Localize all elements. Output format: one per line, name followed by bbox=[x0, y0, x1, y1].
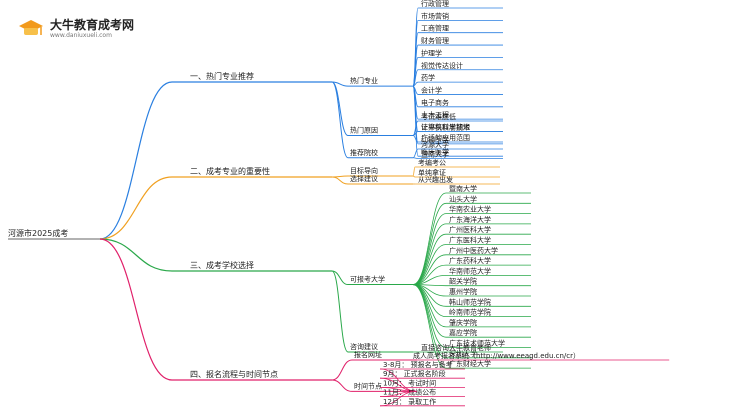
leaf-item-label: 汕头大学 bbox=[449, 194, 477, 203]
brand-url: www.daniuxueli.com bbox=[50, 32, 112, 39]
leaf-item-label: 暨南大学 bbox=[421, 150, 449, 159]
leaf-item-label: 会计学 bbox=[421, 85, 442, 94]
leaf-item-label: 广东技术师范大学 bbox=[449, 339, 505, 348]
brand-logo: 大牛教育成考网 www.daniuxueli.com bbox=[18, 18, 134, 40]
group-label: 选择建议 bbox=[350, 174, 378, 183]
leaf-item-label: 直接咨询大牛教育老师 bbox=[421, 343, 491, 352]
root-to-section-connector bbox=[99, 81, 173, 240]
leaf-item-label: 12月： 录取工作 bbox=[383, 397, 436, 406]
leaf-item-label: 惠州学院 bbox=[449, 287, 477, 296]
leaf-item-label: 考试难度低 bbox=[421, 112, 456, 121]
section-to-group-connector bbox=[331, 81, 349, 159]
leaf-item-label: 计算机科学技术 bbox=[421, 123, 470, 132]
leaf-item-label: 动物医学 bbox=[421, 135, 449, 144]
section-label: 三、成考学校选择 bbox=[190, 260, 254, 270]
group-to-item-connector bbox=[379, 391, 418, 407]
leaf-item-label: 工商管理 bbox=[421, 24, 449, 33]
leaf-item-label: 10月： 考试时间 bbox=[383, 378, 436, 387]
root-to-section-connector bbox=[99, 238, 173, 381]
leaf-item-label: 考编考公 bbox=[418, 158, 446, 167]
section-to-group-connector bbox=[331, 270, 349, 353]
group-to-item-connector bbox=[412, 284, 447, 348]
group-to-item-connector bbox=[412, 202, 447, 285]
group-to-item-connector bbox=[412, 135, 419, 143]
leaf-item-label: 成人高考报名系统（http://www.eeagd.edu.cn/cr） bbox=[413, 351, 580, 360]
leaf-item-label: 9月： 正式报名阶段 bbox=[383, 369, 446, 378]
group-to-item-connector bbox=[412, 192, 447, 285]
group-to-item-connector bbox=[412, 85, 419, 157]
leaf-item-label: 单纯拿证 bbox=[418, 168, 446, 177]
group-label: 推荐院校 bbox=[350, 148, 378, 157]
leaf-item-label: 广州中医药大学 bbox=[449, 246, 498, 255]
section-to-group-connector bbox=[331, 359, 353, 381]
leaf-item-label: 广东药科大学 bbox=[449, 256, 491, 265]
leaf-item-label: 华南农业大学 bbox=[449, 205, 491, 214]
leaf-item-label: 财务管理 bbox=[421, 36, 449, 45]
section-to-group-connector bbox=[331, 176, 349, 185]
group-to-item-connector bbox=[412, 213, 447, 285]
root-node-label: 河源市2025成考 bbox=[8, 228, 68, 238]
group-label: 目标导向 bbox=[350, 166, 378, 175]
leaf-item-label: 岭南师范学院 bbox=[449, 308, 491, 317]
section-label: 一、热门专业推荐 bbox=[190, 71, 254, 81]
group-label: 时间节点 bbox=[354, 381, 382, 390]
group-to-item-connector bbox=[412, 233, 447, 285]
leaf-item-label: 行政管理 bbox=[421, 0, 449, 8]
leaf-item-label: 韩山师范学院 bbox=[449, 297, 491, 306]
group-label: 可报考大学 bbox=[350, 275, 385, 284]
section-to-group-connector bbox=[331, 81, 349, 87]
leaf-item-label: 市场营销 bbox=[421, 11, 449, 20]
leaf-item-label: 广东财经大学 bbox=[449, 359, 491, 368]
group-label: 咨询建议 bbox=[350, 342, 378, 351]
leaf-item-label: 暨南大学 bbox=[449, 184, 477, 193]
leaf-item-label: 广东医科大学 bbox=[449, 236, 491, 245]
group-to-item-connector bbox=[412, 284, 447, 369]
leaf-item-label: 证书获取周期短 bbox=[421, 123, 470, 132]
leaf-item-label: 视觉传达设计 bbox=[421, 61, 463, 70]
brand-name: 大牛教育成考网 bbox=[50, 18, 135, 32]
leaf-item-label: 广州医科大学 bbox=[449, 225, 491, 234]
leaf-item-label: 土木工程 bbox=[421, 110, 449, 119]
leaf-item-label: 临床医学 bbox=[421, 147, 449, 156]
group-to-item-connector bbox=[412, 254, 447, 285]
graduation-cap-icon bbox=[18, 18, 44, 40]
leaf-item-label: 广泛的应用范围 bbox=[421, 133, 470, 142]
leaf-item-label: 肇庆学院 bbox=[449, 318, 477, 327]
leaf-item-label: 护理学 bbox=[421, 48, 442, 57]
leaf-item-label: 3-8月： 预报名与备考 bbox=[383, 360, 453, 369]
section-label: 二、成考专业的重要性 bbox=[190, 166, 270, 176]
group-label: 热门专业 bbox=[350, 76, 378, 85]
group-label: 热门原因 bbox=[350, 126, 378, 135]
group-label: 报名网址 bbox=[354, 350, 382, 359]
group-to-item-connector bbox=[412, 244, 447, 285]
leaf-item-label: 华南师范大学 bbox=[449, 266, 491, 275]
leaf-item-label: 韶关学院 bbox=[449, 277, 477, 286]
group-to-item-connector bbox=[412, 175, 416, 178]
leaf-item-label: 药学 bbox=[421, 73, 435, 82]
section-to-group-connector bbox=[331, 81, 349, 136]
leaf-item-label: 深圳大学 bbox=[449, 349, 477, 358]
leaf-item-label: 电子商务 bbox=[421, 98, 449, 107]
leaf-item-label: 嘉应学院 bbox=[449, 328, 477, 337]
leaf-item-label: 从兴趣出发 bbox=[418, 175, 453, 184]
root-to-section-connector bbox=[99, 176, 173, 240]
section-label: 四、报名流程与时间节点 bbox=[190, 369, 278, 379]
group-to-item-connector bbox=[412, 157, 419, 159]
root-to-section-connector bbox=[99, 238, 173, 272]
section-to-group-connector bbox=[331, 379, 353, 392]
group-to-item-connector bbox=[412, 131, 419, 136]
section-to-group-connector bbox=[331, 270, 349, 286]
leaf-item-label: 河源大学 bbox=[421, 140, 449, 149]
group-to-item-connector bbox=[412, 166, 416, 177]
leaf-item-label: 广东海洋大学 bbox=[449, 215, 491, 224]
group-to-item-connector bbox=[412, 284, 447, 338]
